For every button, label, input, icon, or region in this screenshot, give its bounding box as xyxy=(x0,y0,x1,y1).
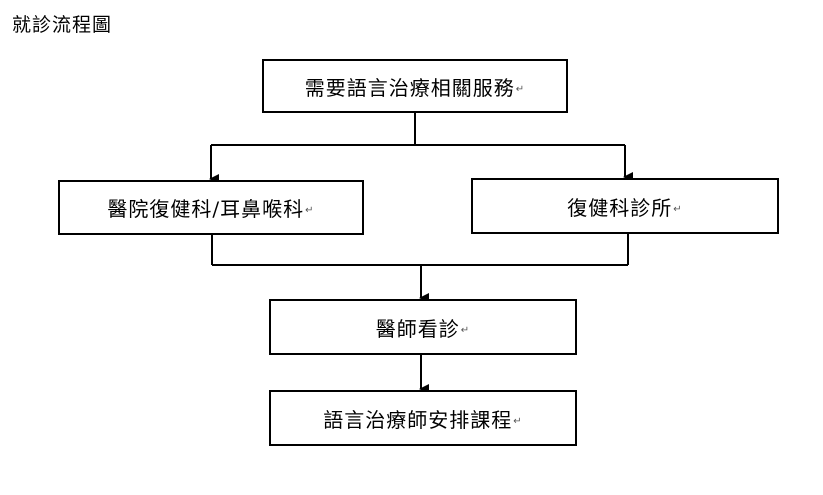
node-need-service: 需要語言治療相關服務↵ xyxy=(262,59,568,113)
node-need-service-label: 需要語言治療相關服務 xyxy=(304,75,515,100)
paragraph-mark: ↵ xyxy=(515,83,526,95)
node-rehab-clinic: 復健科診所↵ xyxy=(471,178,779,234)
page-title: 就診流程圖 xyxy=(12,14,113,36)
paragraph-mark: ↵ xyxy=(305,205,315,216)
node-rehab-clinic-label: 復健科診所 xyxy=(567,195,673,220)
node-doctor-visit-label: 醫師看診 xyxy=(375,316,460,341)
paragraph-mark: ↵ xyxy=(673,203,683,215)
node-hospital-department: 醫院復健科/耳鼻喉科↵ xyxy=(58,180,364,235)
paragraph-mark: ↵ xyxy=(513,415,523,427)
node-doctor-visit: 醫師看診↵ xyxy=(269,299,577,355)
paragraph-mark: ↵ xyxy=(460,324,471,336)
node-hospital-department-label: 醫院復健科/耳鼻喉科 xyxy=(107,197,305,221)
node-therapist-schedule: 語言治療師安排課程↵ xyxy=(269,390,577,446)
node-therapist-schedule-label: 語言治療師安排課程 xyxy=(323,407,513,432)
